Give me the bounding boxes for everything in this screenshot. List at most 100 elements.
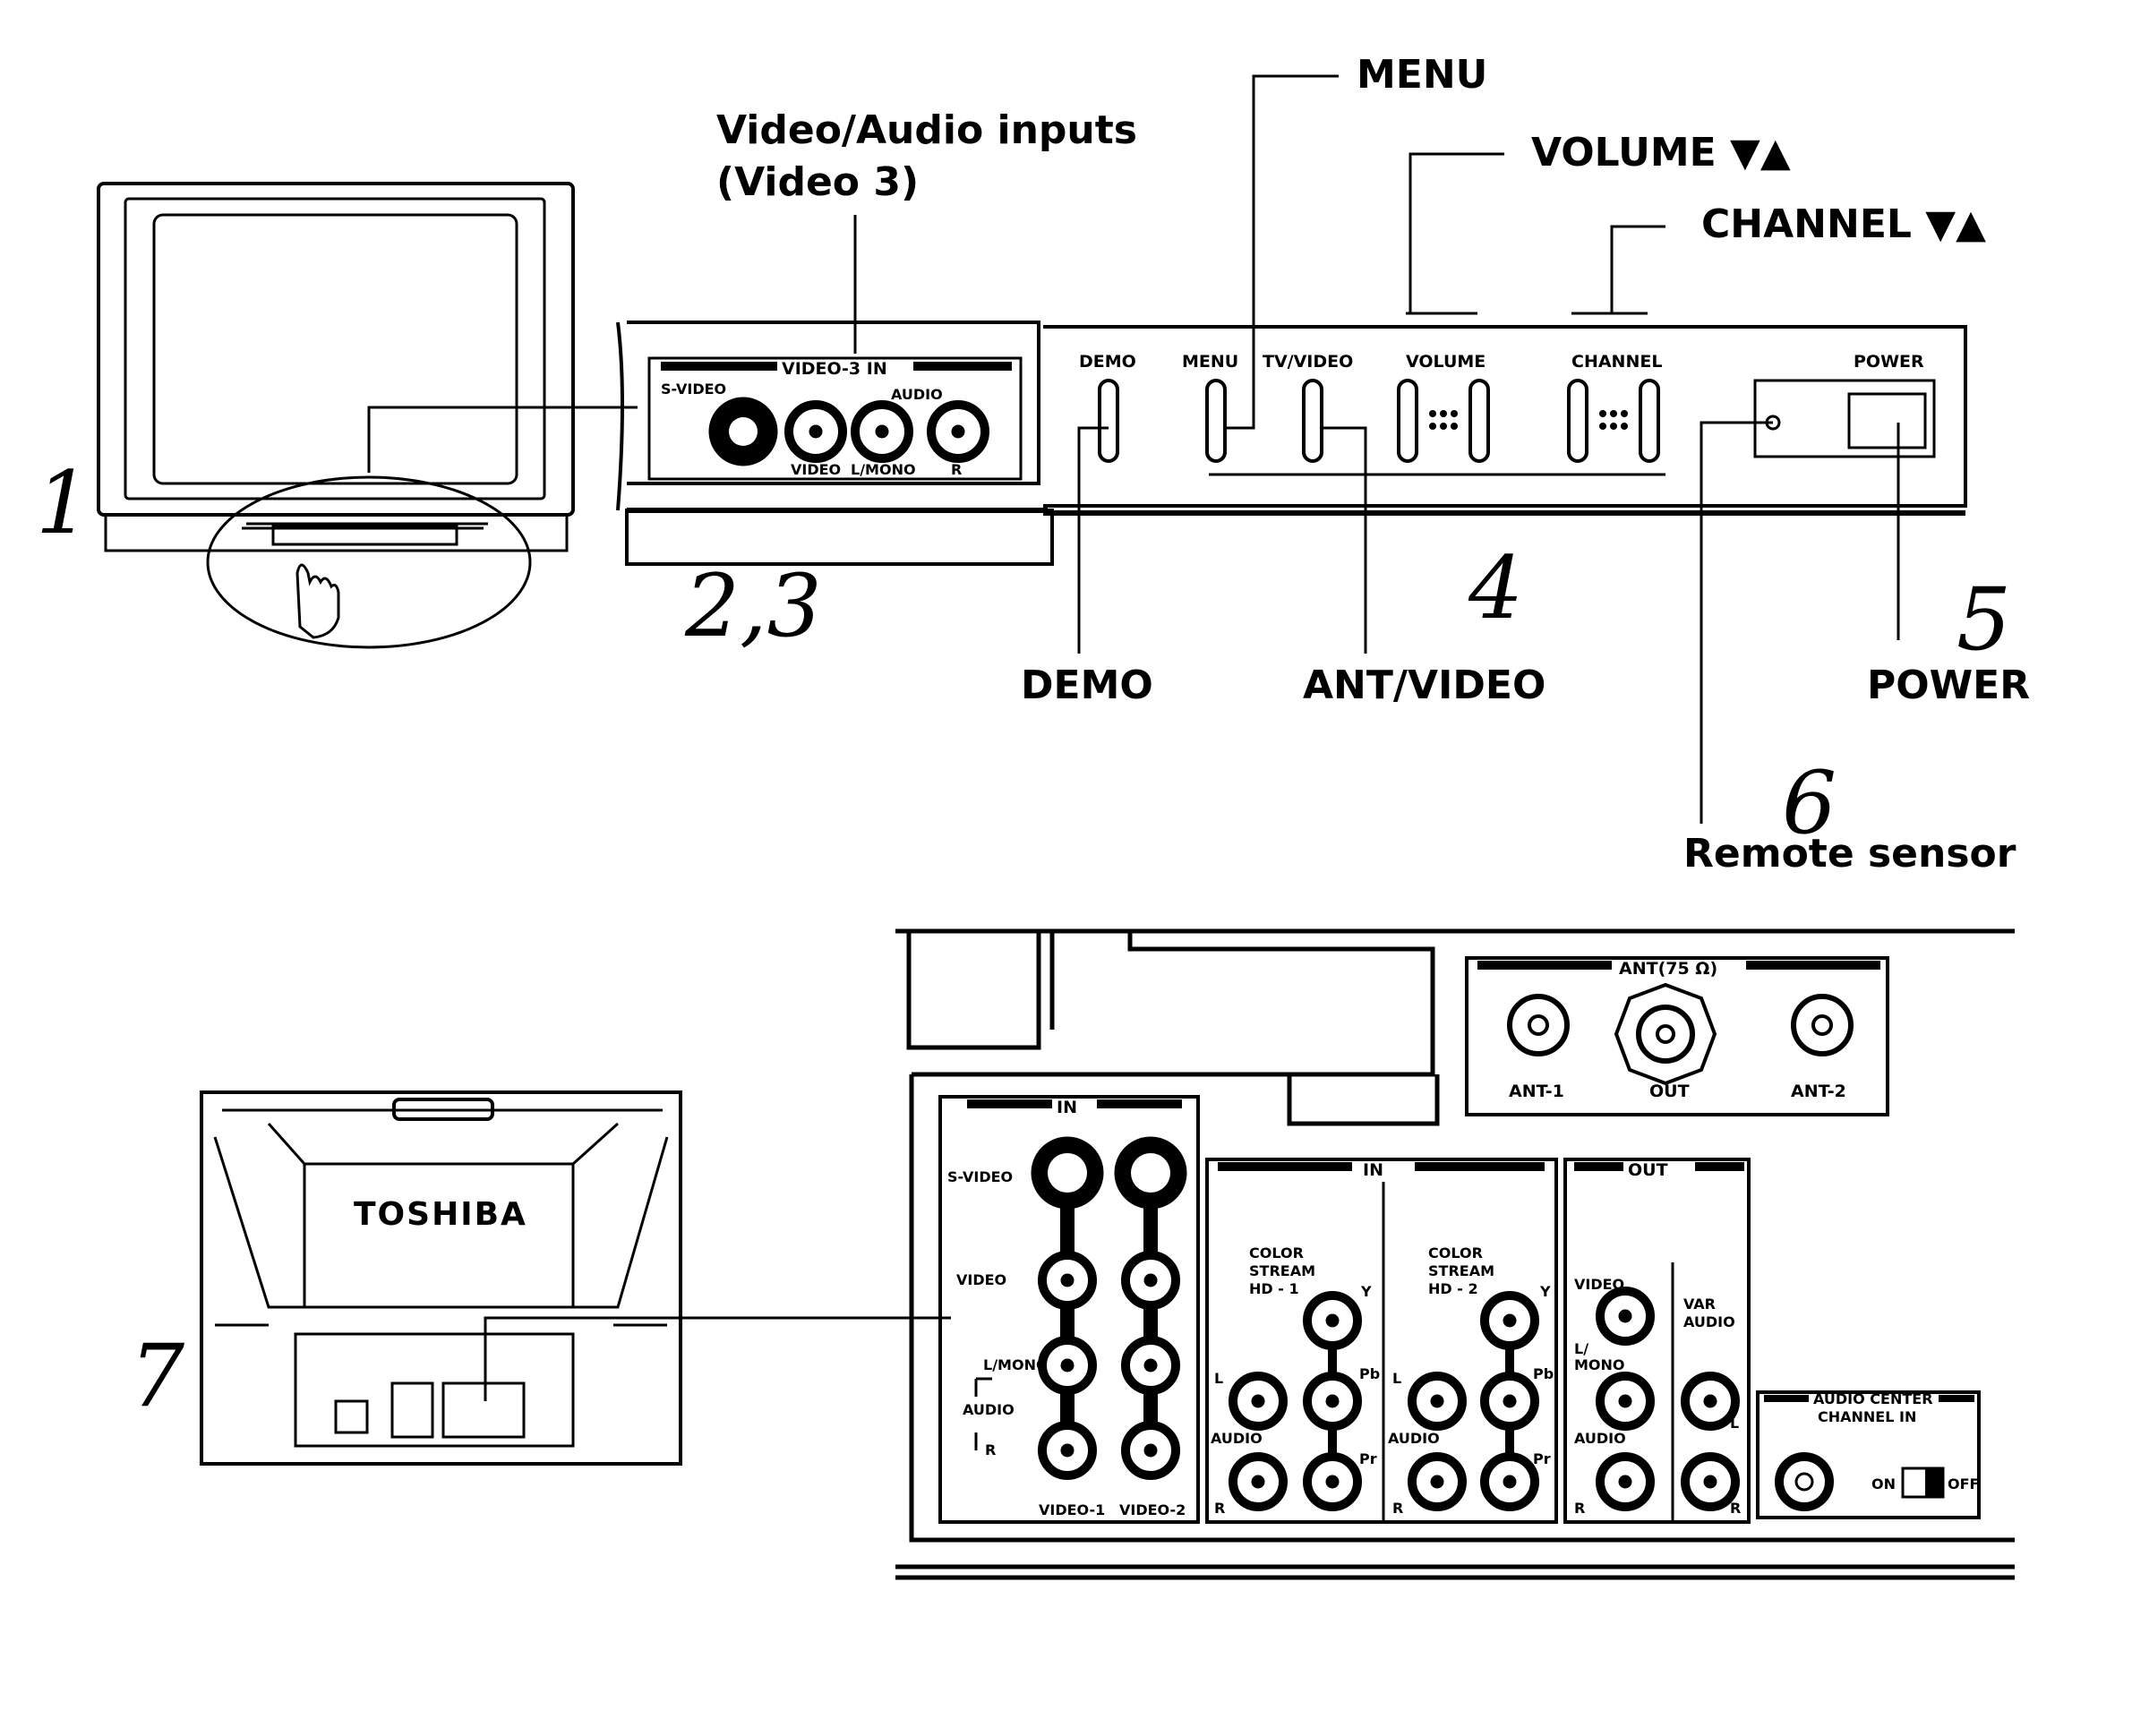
demo-button-label: DEMO (1079, 352, 1136, 372)
out-video-label: VIDEO (1574, 1276, 1624, 1293)
colorstream-jacks (1229, 1291, 1539, 1511)
video3-panel (616, 321, 1054, 566)
power-button-label: POWER (1854, 352, 1924, 372)
control-panel (1043, 325, 1967, 516)
out-header: OUT (1628, 1160, 1668, 1180)
volume-dots (1429, 410, 1628, 430)
step-6: 6 (1782, 753, 1837, 853)
ant2-label: ANT-2 (1791, 1082, 1846, 1101)
switch-off-label: OFF (1948, 1475, 1979, 1492)
colorstream-box (1205, 1158, 1558, 1524)
rear-tv-leader (484, 1316, 951, 1401)
callout-volume: VOLUME ▼▲ (1531, 130, 1791, 175)
lmono-jack-label: L/MONO (851, 461, 916, 478)
cs1-pb-label: Pb (1359, 1365, 1380, 1382)
out-box (1563, 1158, 1751, 1524)
channel-button-label: CHANNEL (1571, 352, 1662, 372)
volume-button-label: VOLUME (1406, 352, 1486, 372)
var-l-label: L (1730, 1415, 1739, 1432)
cs1-r-label: R (1214, 1500, 1225, 1517)
callout-leaders (853, 74, 1900, 824)
var-audio-label-2: AUDIO (1683, 1313, 1735, 1330)
cs2-y-label: Y (1539, 1283, 1551, 1300)
step-4: 4 (1468, 538, 1523, 638)
cs-in-header: IN (1363, 1160, 1383, 1180)
acc-bar-l (1764, 1395, 1809, 1402)
out-jacks (1596, 1287, 1740, 1511)
cs2-pb-label: Pb (1533, 1365, 1554, 1382)
audio-center-label-2: CHANNEL IN (1818, 1408, 1916, 1425)
ant-header: ANT(75 Ω) (1619, 959, 1717, 979)
cs-bar-r (1415, 1162, 1545, 1171)
callout-demo: DEMO (1021, 663, 1153, 708)
cs2-r-label: R (1392, 1500, 1403, 1517)
audio-center-label-1: AUDIO CENTER (1813, 1390, 1933, 1407)
cs2-line1: COLOR (1428, 1244, 1483, 1261)
rear-r-label: R (985, 1441, 996, 1458)
ant-out-label: OUT (1649, 1082, 1690, 1101)
audio-label-front: AUDIO (891, 386, 943, 403)
out-lmono-label-1: L/ (1574, 1340, 1588, 1357)
video-in-bar-l (967, 1099, 1052, 1108)
cs1-y-label: Y (1360, 1283, 1372, 1300)
out-bar-r (1695, 1162, 1744, 1171)
rear-svideo-label: S-VIDEO (947, 1168, 1013, 1185)
callout-inputs-line2: (Video 3) (716, 159, 919, 205)
video3-in-label: VIDEO-3 IN (782, 359, 887, 379)
step-7: 7 (130, 1326, 184, 1426)
video-in-box (938, 1095, 1200, 1524)
rear-lmono-label: L/MONO (983, 1356, 1049, 1373)
video2-label: VIDEO-2 (1119, 1501, 1186, 1518)
cs2-audio-label: AUDIO (1388, 1430, 1440, 1447)
callout-remote-sensor: Remote sensor (1683, 831, 2016, 877)
video-in-jacks (1031, 1136, 1187, 1480)
video-in-header: IN (1057, 1098, 1077, 1117)
cs2-line2: STREAM (1428, 1262, 1494, 1279)
acc-bar-r (1939, 1395, 1974, 1402)
cs1-pr-label: Pr (1359, 1450, 1377, 1467)
cs1-line1: COLOR (1249, 1244, 1304, 1261)
cs2-pr-label: Pr (1533, 1450, 1551, 1467)
rear-video-label: VIDEO (956, 1271, 1006, 1288)
rear-tv-brand: TOSHIBA (354, 1196, 527, 1233)
callout-ant-video: ANT/VIDEO (1303, 663, 1545, 708)
out-r-label: R (1574, 1500, 1585, 1517)
front-tv (97, 182, 575, 552)
step-5: 5 (1956, 569, 2011, 670)
var-audio-label-1: VAR (1683, 1296, 1716, 1313)
step-2-3: 2,3 (684, 556, 822, 656)
on-off-switch-knob (1925, 1468, 1943, 1497)
video3-header-bar-r (913, 362, 1012, 371)
control-buttons (1098, 379, 1936, 463)
front-tv-leader (367, 406, 638, 473)
video3-header-bar (661, 362, 777, 371)
rear-audio-label: AUDIO (963, 1401, 1015, 1418)
out-bar-l (1574, 1162, 1623, 1171)
cs2-line3: HD - 2 (1428, 1280, 1478, 1297)
video-in-bar-r (1097, 1099, 1182, 1108)
callout-power: POWER (1867, 663, 2030, 708)
callout-menu: MENU (1357, 52, 1487, 98)
ant-header-bar-l (1477, 961, 1612, 970)
out-audio-label: AUDIO (1574, 1430, 1626, 1447)
tvvideo-button-label: TV/VIDEO (1263, 352, 1353, 372)
ant-box (1465, 956, 1889, 1116)
video-jack-label: VIDEO (791, 461, 841, 478)
r-jack-label: R (951, 461, 962, 478)
front-jacks (708, 397, 989, 466)
step-1: 1 (36, 453, 90, 553)
cs-bar-l (1218, 1162, 1352, 1171)
cs1-line2: STREAM (1249, 1262, 1315, 1279)
front-tv-zoom-circle (206, 475, 532, 649)
out-lmono-label-2: MONO (1574, 1356, 1625, 1373)
callout-channel: CHANNEL ▼▲ (1701, 201, 1986, 247)
switch-on-label: ON (1871, 1475, 1896, 1492)
rear-tv (200, 1090, 682, 1466)
rear-panel-frame (895, 928, 2015, 1580)
cs1-audio-label: AUDIO (1211, 1430, 1263, 1447)
ant-header-bar-r (1746, 961, 1880, 970)
cs1-line3: HD - 1 (1249, 1280, 1299, 1297)
callout-inputs-line1: Video/Audio inputs (716, 107, 1137, 153)
ant1-label: ANT-1 (1509, 1082, 1564, 1101)
